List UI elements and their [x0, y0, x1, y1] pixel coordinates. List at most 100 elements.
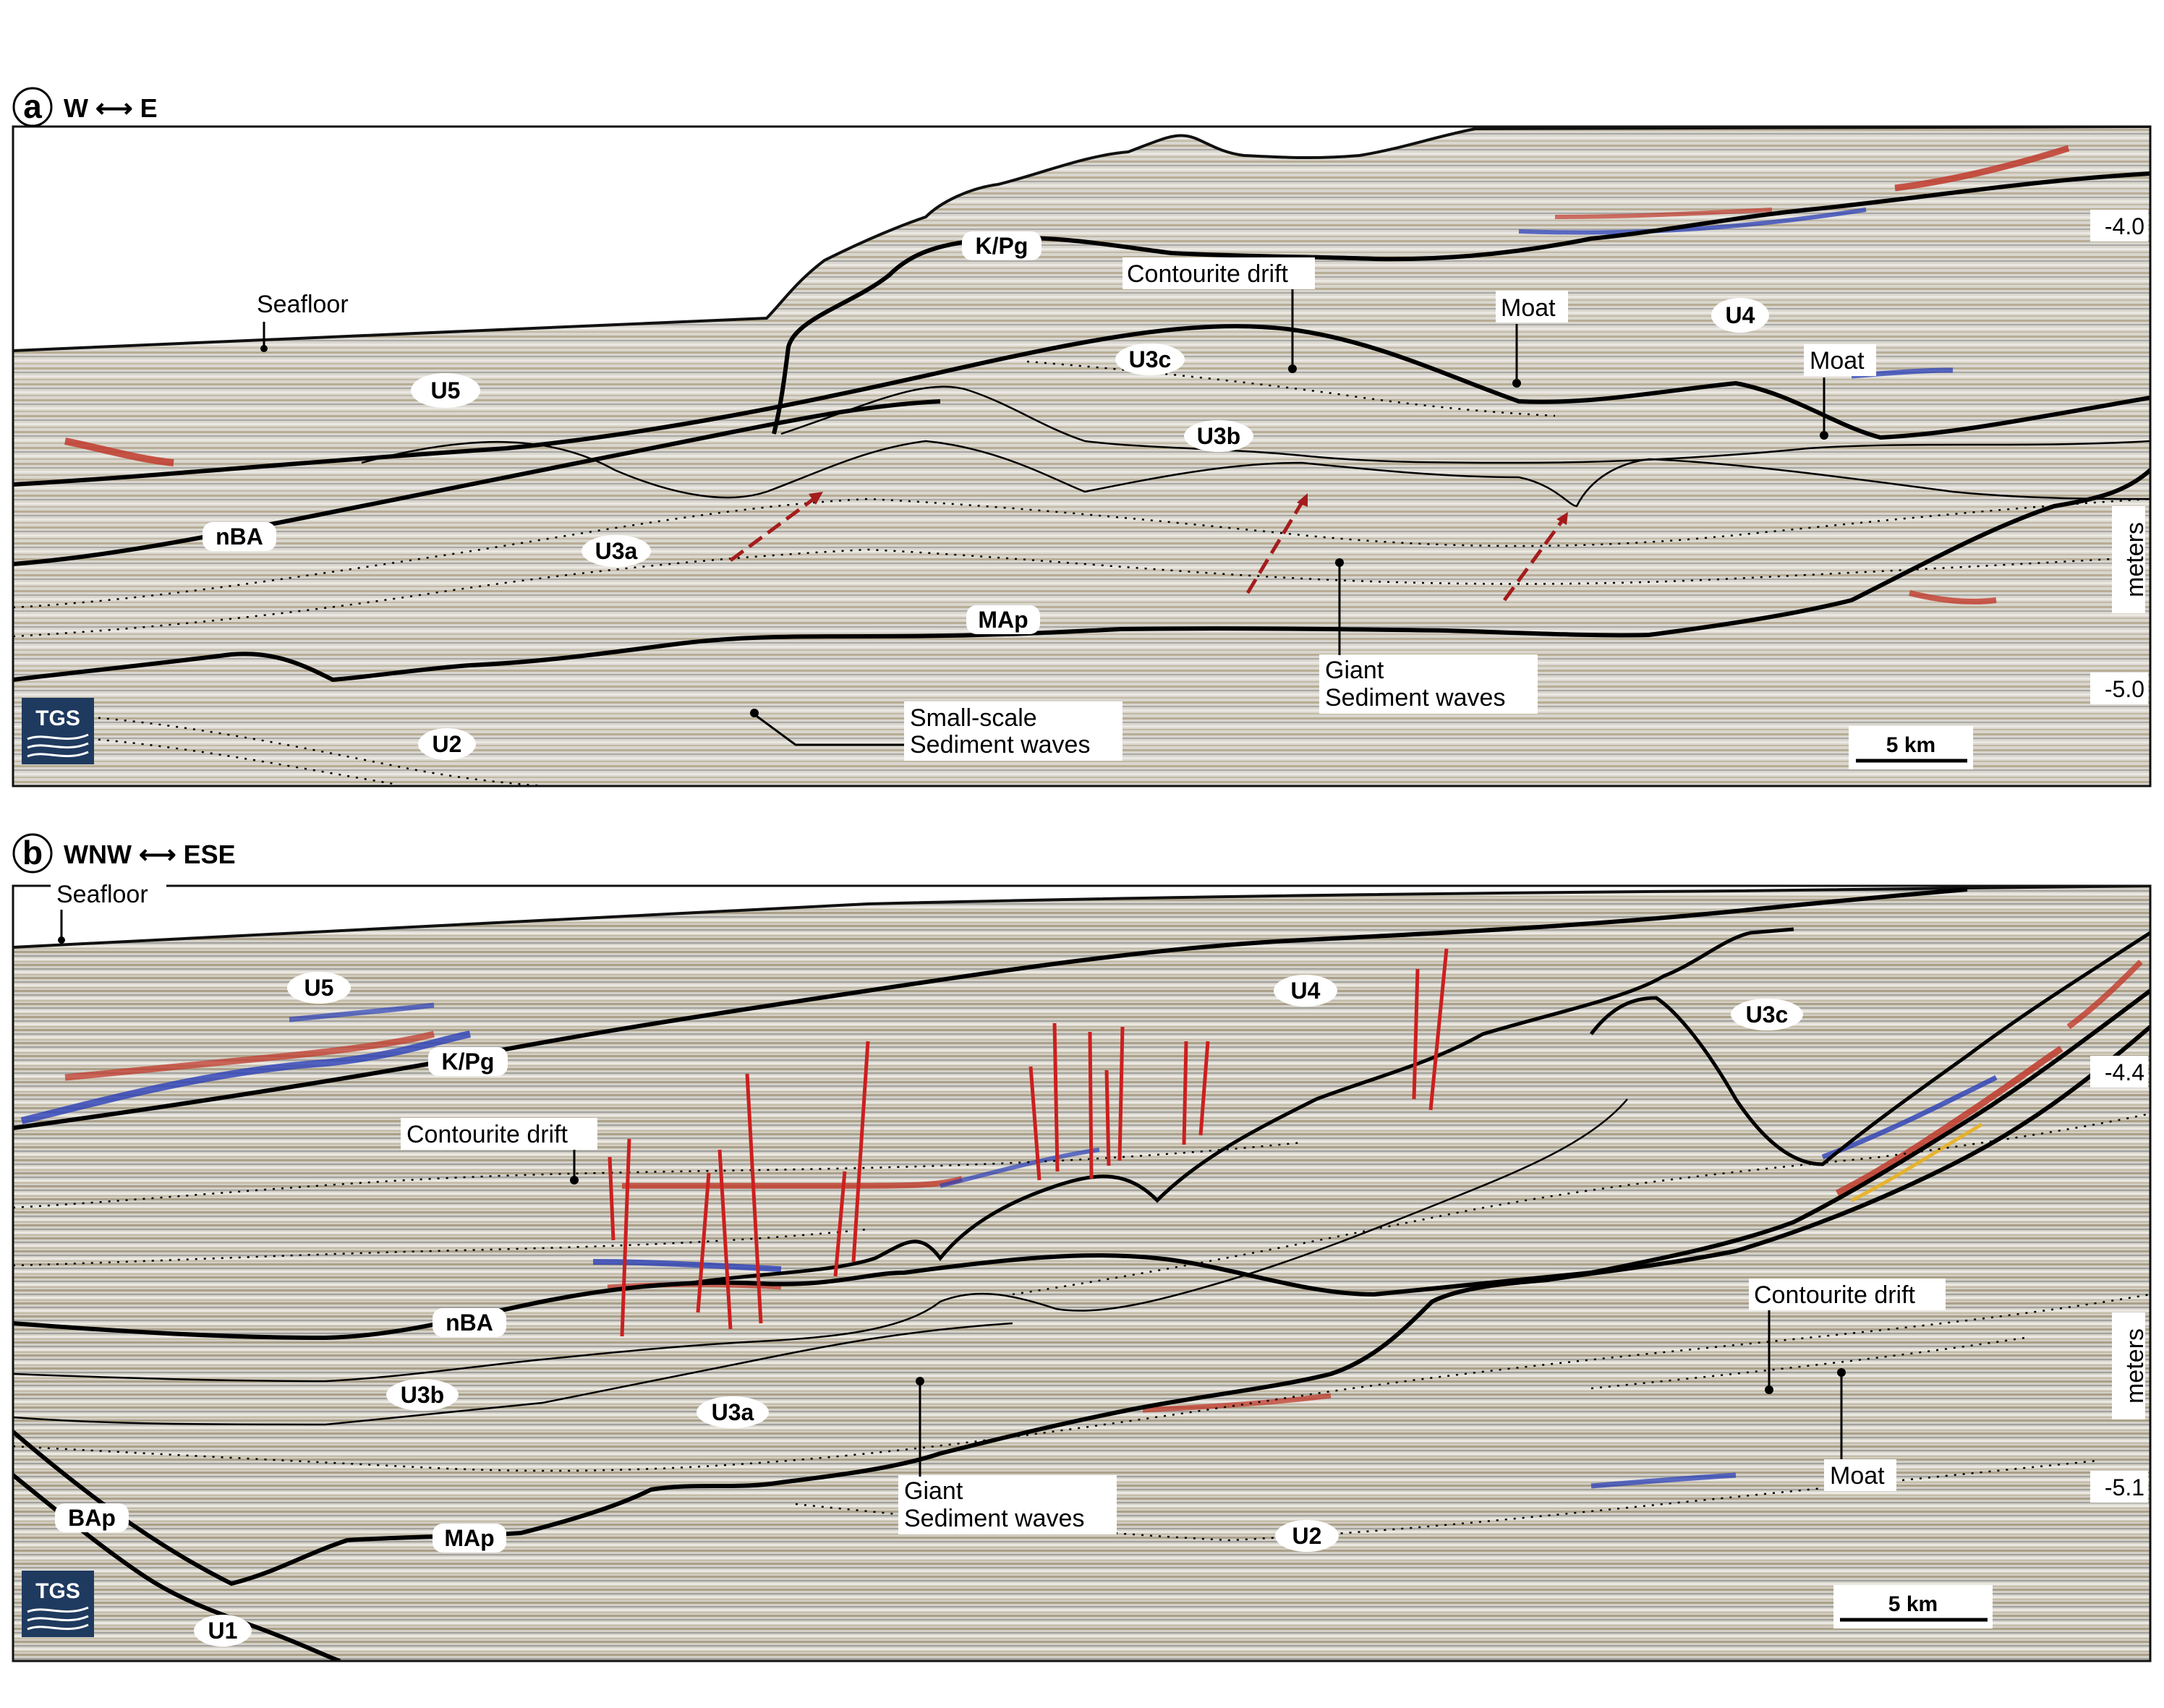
panel-a-blue-reflector-1: [1518, 208, 1867, 235]
panel-b-fault-12: [1117, 1026, 1125, 1161]
panel-b-direction: WNW ⟷ ESE: [64, 840, 236, 869]
panel-b-fault-15: [1412, 968, 1420, 1100]
panel-a-depth-tick-2: -5.0: [2105, 676, 2144, 702]
panel-b: b WNW ⟷ ESE U5 U4 U3c U3b U3a U2 U1 nBA …: [12, 833, 2152, 1662]
panel-a-unit-u5-bg: [411, 373, 480, 408]
panel-a-moat2-dot: [1820, 431, 1828, 440]
panel-a-unit-kpg: K/Pg: [976, 233, 1028, 259]
panel-b-logo-wave-3: [27, 1623, 89, 1631]
panel-b-contourite1-label: Contourite drift: [406, 1121, 568, 1148]
panel-b-axis-unit: meters: [2121, 1328, 2149, 1404]
panel-b-u4-base-horizon: [686, 927, 1794, 1286]
panel-a-seafloor-dot: [260, 345, 268, 352]
panel-b-kpg-horizon: [13, 887, 1968, 1130]
panel-b-unit-nba-bg: [433, 1308, 506, 1337]
panel-b-contourite1-dot: [570, 1176, 579, 1184]
panel-a-migration-arrow-1: [729, 497, 815, 563]
panel-b-unit-labels: U5 U4 U3c U3b U3a U2 U1 nBA MAp BAp K/Pg: [55, 972, 1803, 1647]
panel-b-contourite2-label: Contourite drift: [1754, 1281, 1916, 1309]
panel-a-dotted-reflector-3: [13, 548, 2150, 638]
panel-b-fault-4: [717, 1149, 733, 1330]
panel-a-moat1-label: Moat: [1501, 294, 1556, 322]
panel-a-unit-u4: U4: [1726, 302, 1755, 328]
panel-a-seafloor-label: Seafloor: [257, 291, 349, 318]
panel-a-dotted-reflector-5: [72, 736, 399, 786]
panel-a-arrowhead-2: [1297, 493, 1308, 507]
panel-b-contourite2-bg: [1749, 1278, 1946, 1310]
panel-a-axis-unit: meters: [2121, 522, 2149, 597]
panel-b-fault-13: [1182, 1041, 1188, 1145]
panel-a-contourite-bg: [1123, 257, 1315, 289]
panel-b-fault-16: [1428, 948, 1449, 1111]
panel-a-moat1-dot: [1512, 379, 1521, 388]
panel-b-faults: [608, 948, 1449, 1337]
panel-a-unit-u3c: U3c: [1129, 346, 1172, 372]
panel-a-migration-arrow-3: [1502, 519, 1564, 602]
panel-b-seafloor-dot: [58, 936, 65, 944]
panel-a-logo-wave-3: [27, 751, 89, 758]
panel-a-dotted-reflector-1: [1026, 360, 1556, 417]
panel-a-contourite-dot: [1288, 364, 1297, 373]
panel-b-moat-bg: [1824, 1459, 1896, 1491]
panel-a-direction: W ⟷ E: [64, 93, 158, 123]
panel-b-letter: b: [22, 834, 43, 871]
panel-b-fault-5: [745, 1073, 763, 1324]
panel-b-fault-8: [1028, 1066, 1041, 1181]
panel-b-logo-text: TGS: [35, 1579, 80, 1603]
panel-a-axis-unit-bg: [2112, 506, 2145, 613]
panel-b-red-reflector-4: [1835, 1046, 2063, 1197]
panel-b-map-horizon: [13, 1025, 2150, 1587]
panel-a-seismic-body: [13, 127, 2150, 786]
panel-a-unit-u3c-bg: [1115, 343, 1185, 375]
panel-a-u3b-base-horizon: [361, 440, 2150, 508]
panel-b-moat-dot: [1837, 1368, 1846, 1377]
panel-b-unit-kpg: K/Pg: [442, 1049, 495, 1075]
panel-a-depth-tick-2-bg: [2090, 672, 2148, 704]
panel-b-yellow-reflector: [1850, 1122, 1983, 1203]
panel-a-small-waves-dot: [750, 709, 759, 717]
panel-b-u3b-base-horizon: [13, 1098, 1628, 1383]
panel-b-unit-u1: U1: [208, 1618, 238, 1644]
panel-a-letter-circle: [12, 87, 53, 127]
panel-b-seismic-body: [13, 886, 2150, 1661]
panel-a: a W ⟷ E U5 U4 U3c U3b U3a U2 nBA MAp K/P…: [12, 87, 2152, 787]
panel-b-unit-u3b: U3b: [401, 1382, 444, 1408]
panel-a-dotted-reflector-2: [13, 498, 2150, 609]
panel-a-unit-u2-bg: [418, 728, 476, 760]
panel-b-giant-waves-line1: Giant: [904, 1477, 963, 1505]
panel-a-giant-waves-bg: [1319, 654, 1538, 714]
panel-b-unit-map-bg: [433, 1524, 506, 1553]
panel-b-axis-unit-bg: [2112, 1312, 2145, 1419]
panel-a-small-waves-line2: Sediment waves: [910, 731, 1090, 759]
panel-b-unit-u3c-bg: [1731, 999, 1803, 1030]
panel-a-unit-u3a: U3a: [595, 538, 638, 564]
panel-b-fault-9: [1052, 1022, 1060, 1172]
panel-b-seafloor-label: Seafloor: [56, 881, 148, 908]
panel-b-dotted-reflector-6: [1590, 1336, 2026, 1390]
panel-b-giant-waves-bg: [898, 1475, 1117, 1534]
panel-a-unit-kpg-bg: [962, 231, 1041, 260]
panel-b-fault-1: [608, 1156, 615, 1241]
panel-a-letter: a: [23, 87, 42, 125]
panel-b-unit-u4: U4: [1291, 978, 1321, 1004]
panel-b-unit-bap: BAp: [68, 1505, 116, 1531]
panel-a-seismic-image: [13, 127, 2150, 786]
panel-b-unit-u3b-bg: [386, 1379, 459, 1411]
panel-a-unit-u2: U2: [433, 731, 462, 757]
panel-b-unit-u3a-bg: [697, 1396, 769, 1428]
panel-a-giant-waves-line2: Sediment waves: [1325, 684, 1505, 712]
panel-a-seafloor-line: [13, 127, 2150, 352]
panel-a-moat1-bg: [1496, 291, 1568, 323]
panel-a-unit-map-bg: [966, 605, 1040, 634]
panel-b-fault-2: [620, 1138, 631, 1337]
panel-a-unit-u3a-bg: [582, 535, 651, 567]
panel-a-depth-tick-1: -4.0: [2105, 213, 2144, 239]
panel-a-unit-u3b-bg: [1184, 420, 1253, 452]
panel-b-giant-waves-dot: [916, 1377, 924, 1385]
panel-a-small-waves-leader: [754, 713, 904, 746]
panel-a-unit-u3b: U3b: [1197, 423, 1240, 449]
panel-b-red-reflector-5: [2066, 960, 2143, 1030]
panel-b-blue-reflector-1: [20, 1030, 471, 1124]
panel-b-unit-u3c: U3c: [1746, 1002, 1789, 1028]
